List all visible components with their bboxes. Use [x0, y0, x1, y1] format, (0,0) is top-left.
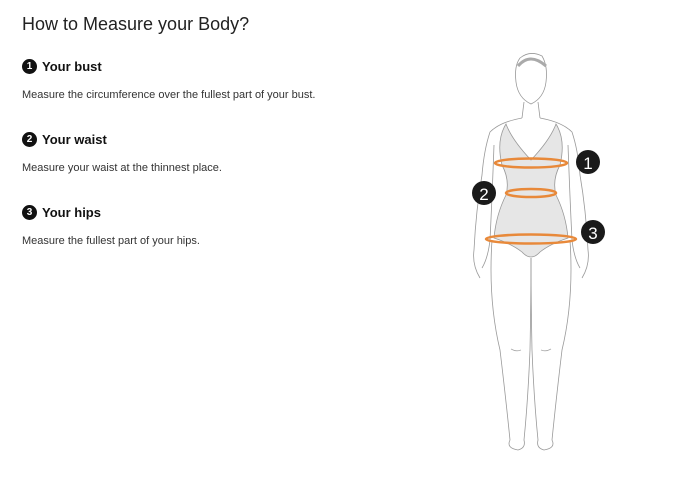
waist-ring [504, 187, 558, 199]
measurement-rings: 1 2 3 [472, 150, 605, 245]
step-label: Your hips [42, 205, 101, 220]
step-waist-description: Measure your waist at the thinnest place… [22, 162, 222, 174]
marker-3-icon: 3 [581, 220, 605, 244]
step-hips-description: Measure the fullest part of your hips. [22, 235, 200, 247]
number-3-icon: 3 [22, 205, 37, 220]
step-label: Your bust [42, 59, 102, 74]
step-label: Your waist [42, 132, 107, 147]
svg-text:3: 3 [588, 224, 597, 243]
page-title: How to Measure your Body? [22, 14, 250, 34]
number-2-icon: 2 [22, 132, 37, 147]
step-bust-description: Measure the circumference over the fulle… [22, 89, 316, 101]
body-silhouette-icon [473, 53, 589, 451]
number-1-icon: 1 [22, 59, 37, 74]
step-waist-heading: 2 Your waist [22, 132, 107, 147]
marker-2-icon: 2 [472, 181, 496, 205]
svg-text:2: 2 [479, 185, 488, 204]
step-bust-heading: 1 Your bust [22, 59, 102, 74]
svg-text:1: 1 [583, 154, 592, 173]
marker-1-icon: 1 [576, 150, 600, 174]
bust-ring [493, 157, 569, 169]
step-hips-heading: 3 Your hips [22, 205, 101, 220]
body-measurement-figure: 1 2 3 [460, 40, 620, 460]
hips-ring [484, 233, 578, 245]
